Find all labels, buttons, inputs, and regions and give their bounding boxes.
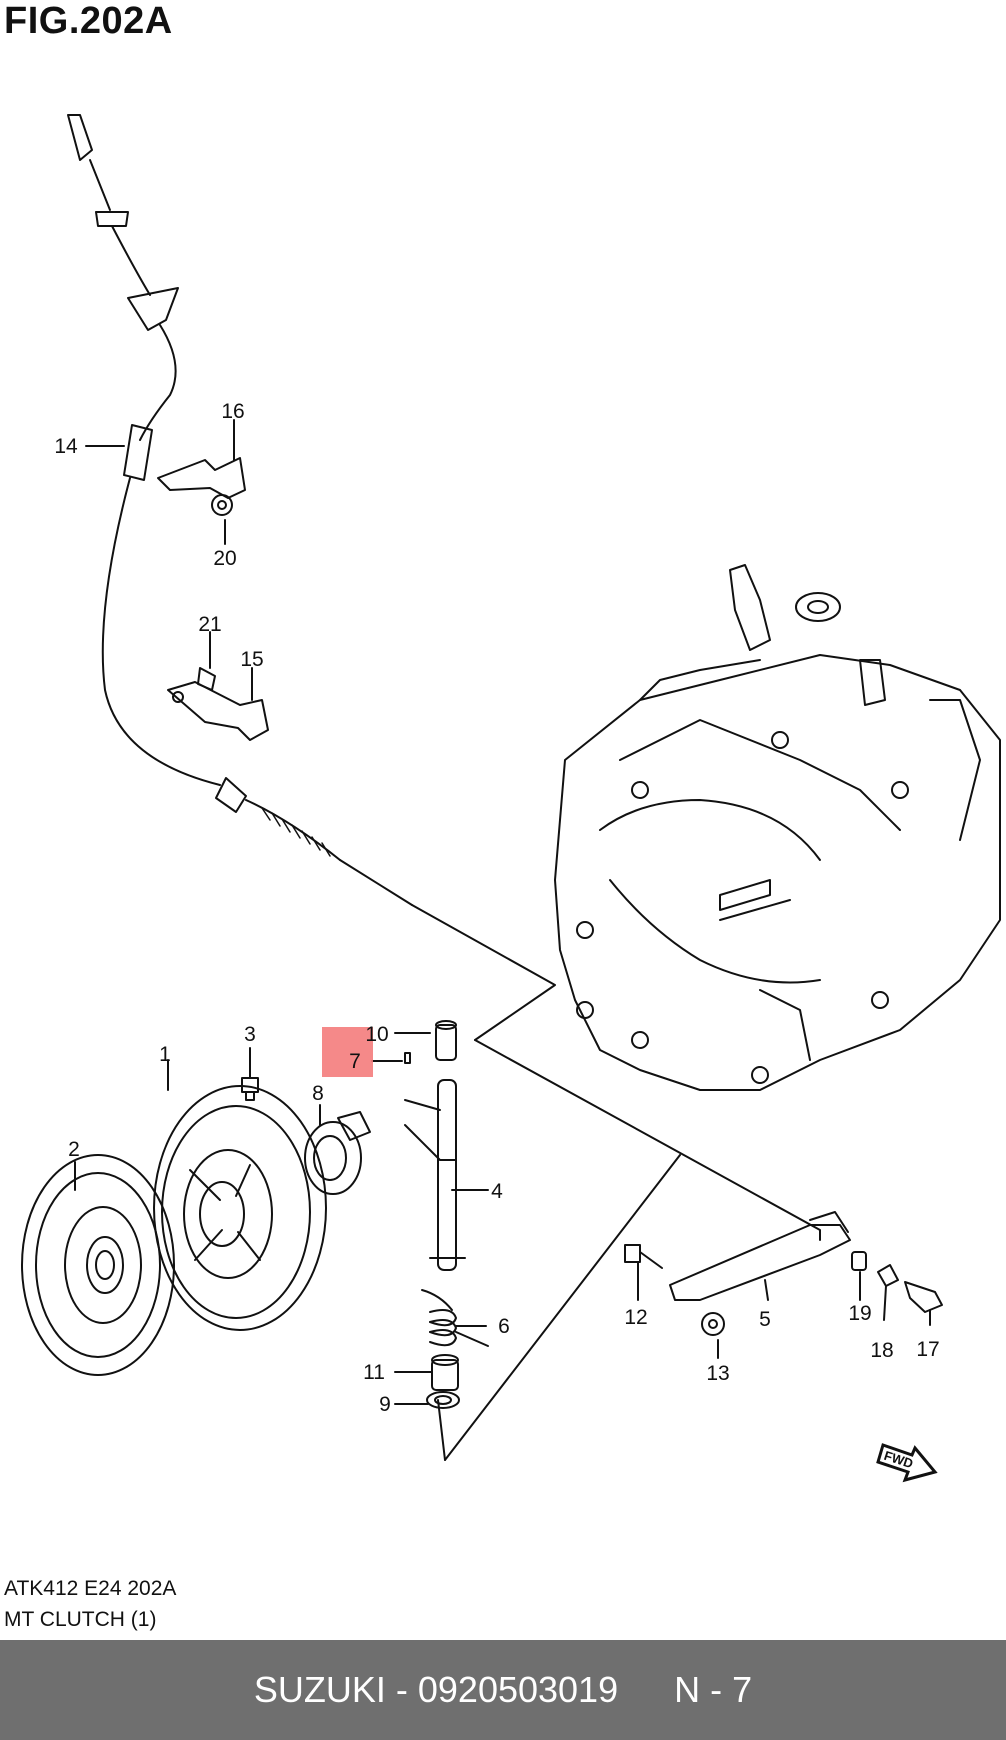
pressure-plate [153, 1085, 327, 1331]
footer-page: N - 7 [674, 1669, 753, 1710]
bushing-11 [431, 1354, 459, 1391]
figure-code: ATK412 E24 202A [4, 1577, 177, 1600]
callout-12: 12 [624, 1306, 647, 1329]
exploded-parts-diagram: FWD 1 2 3 4 5 6 7 8 9 10 11 12 13 14 15 … [21, 114, 1001, 1483]
callout-15: 15 [240, 648, 263, 671]
callout-11: 11 [363, 1361, 385, 1384]
figure-name: MT CLUTCH (1) [4, 1608, 157, 1631]
transmission-case [554, 564, 1001, 1091]
callout-9: 9 [379, 1393, 391, 1416]
bolt-3 [241, 1059, 259, 1101]
bushing-19 [851, 1251, 867, 1271]
release-lever [669, 1211, 851, 1301]
release-bearing [304, 1111, 371, 1195]
callout-20: 20 [213, 547, 236, 570]
callout-7: 7 [349, 1050, 361, 1073]
callout-10: 10 [365, 1023, 388, 1046]
bolt-12 [624, 1244, 663, 1269]
highlight-box [322, 1027, 373, 1077]
bracket-16 [157, 457, 246, 516]
clip-18 [877, 1264, 899, 1287]
return-spring [421, 1289, 489, 1347]
callout-19: 19 [848, 1302, 871, 1325]
bracket-15 [167, 667, 269, 741]
clutch-disc [21, 1154, 175, 1376]
callout-1: 1 [159, 1043, 171, 1066]
callout-14: 14 [54, 435, 78, 458]
callout-18: 18 [870, 1339, 893, 1362]
nut-13 [701, 1312, 725, 1336]
oil-seal [426, 1391, 460, 1409]
callout-16: 16 [221, 400, 244, 423]
release-shaft [404, 1079, 466, 1271]
footer-bar: SUZUKI - 0920503019 N - 7 [0, 1640, 1006, 1740]
pin-7 [404, 1052, 411, 1064]
cable-bellows [261, 807, 331, 857]
callout-6: 6 [498, 1315, 510, 1338]
callout-17: 17 [916, 1338, 939, 1361]
callout-2: 2 [68, 1138, 80, 1161]
figure-title: FIG.202A [4, 0, 173, 42]
pin-17 [904, 1281, 943, 1313]
footer-part-number: SUZUKI - 0920503019 [253, 1669, 619, 1710]
callout-8: 8 [312, 1082, 324, 1105]
callout-4: 4 [491, 1180, 503, 1203]
clutch-cable [67, 114, 413, 906]
callout-5: 5 [759, 1308, 771, 1331]
callout-21: 21 [198, 613, 221, 636]
callout-13: 13 [706, 1362, 729, 1385]
fwd-arrow: FWD [876, 1443, 938, 1483]
bushing-10 [435, 1020, 457, 1061]
callout-3: 3 [244, 1023, 256, 1046]
